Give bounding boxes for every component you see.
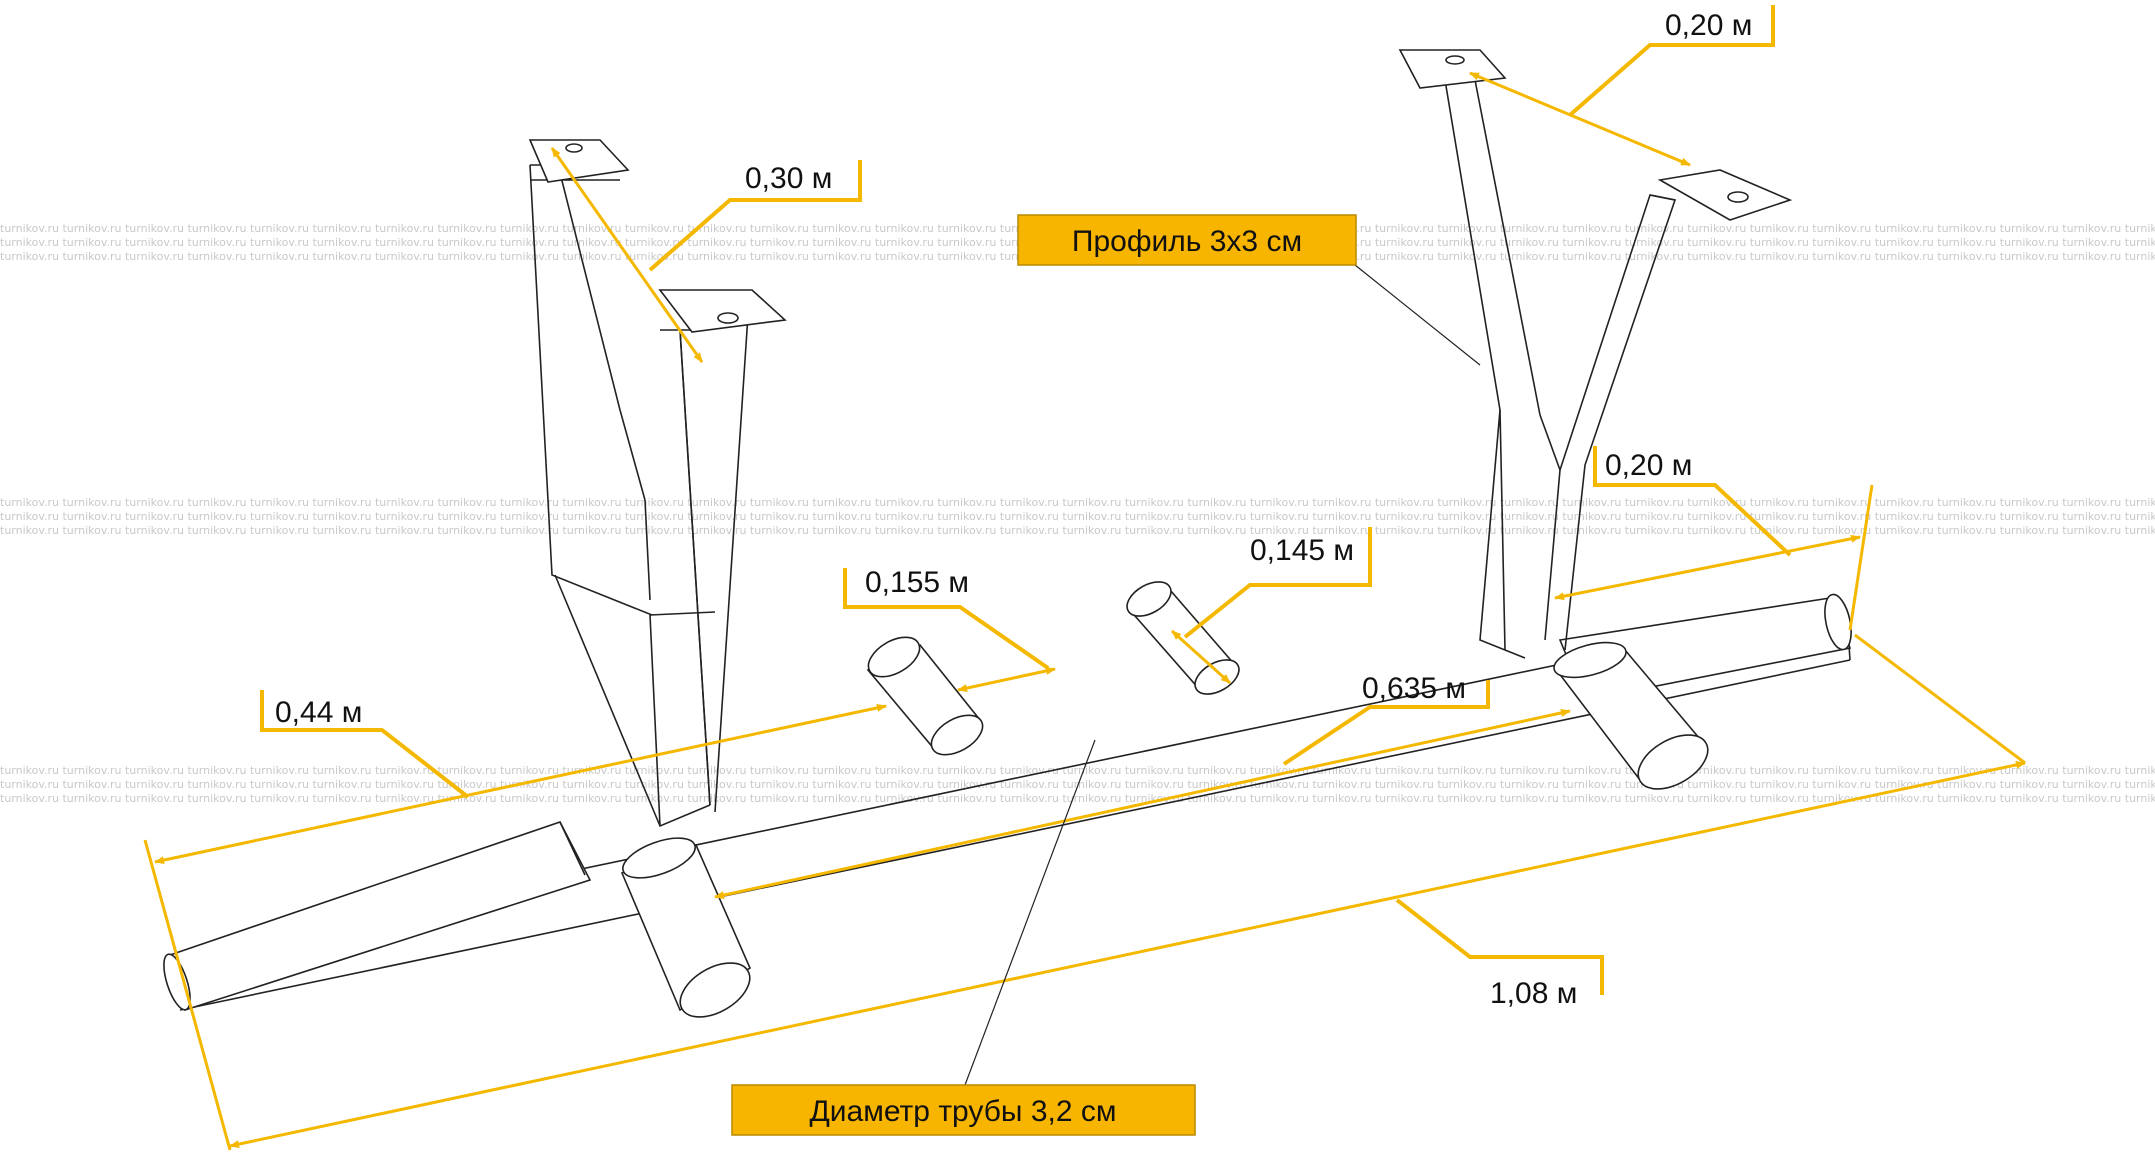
label-handle-spacing-tiny: 0,145 м <box>1250 534 1354 567</box>
watermark-row: turnikov.ru turnikov.ru turnikov.ru turn… <box>0 510 2155 523</box>
callout-pipe-text: Диаметр трубы 3,2 см <box>809 1095 1116 1128</box>
middle-handle-2 <box>1126 581 1240 695</box>
label-grip-length: 0,44 м <box>275 696 362 729</box>
left-mount-plate-2 <box>658 289 787 333</box>
label-handle-spacing-wide: 0,635 м <box>1362 672 1466 705</box>
front-left-handle <box>620 837 752 1018</box>
left-grip <box>163 821 592 1012</box>
callout-profile: Профиль 3х3 см <box>1017 214 1357 266</box>
watermark-band-2: turnikov.ru turnikov.ru turnikov.ru turn… <box>0 496 2155 538</box>
left-mount-plate-1 <box>528 139 630 183</box>
callout-leaders <box>964 264 1481 1086</box>
left-bracket <box>529 164 749 828</box>
callout-pipe: Диаметр трубы 3,2 см <box>731 1084 1196 1136</box>
right-bracket <box>1444 79 1677 659</box>
label-handle-offset: 0,20 м <box>1605 449 1692 482</box>
label-mount-spacing-right: 0,20 м <box>1665 9 1752 42</box>
right-mount-plate-2 <box>1657 169 1793 221</box>
label-total-length: 1,08 м <box>1490 977 1577 1010</box>
watermark-row: turnikov.ru turnikov.ru turnikov.ru turn… <box>0 496 2155 509</box>
label-mount-spacing-left: 0,30 м <box>745 162 832 195</box>
watermark-row: turnikov.ru turnikov.ru turnikov.ru turn… <box>0 524 2155 537</box>
leader-lines <box>260 5 1792 995</box>
label-handle-spacing-short: 0,155 м <box>865 566 969 599</box>
middle-handle-1 <box>866 636 984 756</box>
dimension-lines <box>143 71 2026 1151</box>
callout-profile-text: Профиль 3х3 см <box>1072 225 1302 258</box>
